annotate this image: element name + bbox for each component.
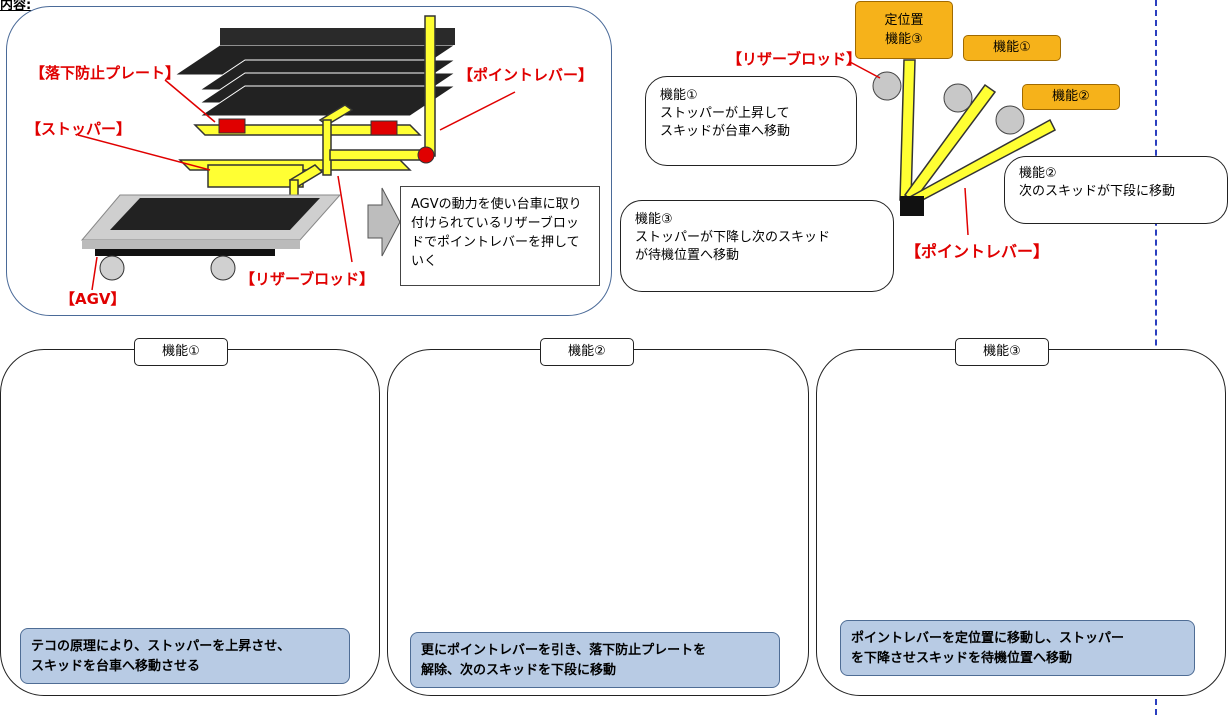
reserve-rod-label: 【リザーブロッド】 [727, 50, 862, 68]
function2-text: 次のスキッドが下段に移動 [1019, 184, 1176, 199]
plate-label: 【落下防止プレート】 [30, 64, 181, 82]
function2-tag: 機能② [1022, 84, 1120, 110]
function1-title: 機能① [660, 88, 698, 103]
point-lever-label: 【ポイントレバー】 [905, 242, 1050, 261]
overview-illustration [77, 15, 516, 291]
step2-tag: 機能② [540, 338, 634, 366]
function1-text: ストッパーが上昇して スキッドが台車へ移動 [660, 106, 791, 139]
function2-bubble: 機能② 次のスキッドが下段に移動 [1004, 156, 1228, 224]
function2-title: 機能② [1019, 166, 1057, 181]
function3-title: 機能③ [635, 212, 673, 227]
function3-text: ストッパーが下降し次のスキッド が待機位置へ移動 [635, 230, 831, 263]
home-position-tag: 定位置 機能③ [855, 1, 953, 59]
rod-label: 【リザーブロッド】 [240, 270, 375, 288]
step1-caption: テコの原理により、ストッパーを上昇させ、 スキッドを台車へ移動させる [20, 628, 350, 684]
step2-caption-text: 更にポイントレバーを引き、落下防止プレートを 解除、次のスキッドを下段に移動 [421, 643, 707, 678]
agv-label: 【AGV】 [60, 290, 126, 308]
step2-caption: 更にポイントレバーを引き、落下防止プレートを 解除、次のスキッドを下段に移動 [410, 632, 780, 688]
step3-caption: ポイントレバーを定位置に移動し、ストッパー を下降させスキッドを待機位置へ移動 [840, 620, 1195, 676]
mechanism-illustration [849, 59, 1056, 236]
step3-caption-text: ポイントレバーを定位置に移動し、ストッパー を下降させスキッドを待機位置へ移動 [851, 631, 1125, 666]
lever-label: 【ポイントレバー】 [458, 66, 594, 84]
stopper-label: 【ストッパー】 [26, 120, 132, 138]
function1-bubble: 機能① ストッパーが上昇して スキッドが台車へ移動 [645, 76, 857, 166]
corner-mark: 内容: [0, 0, 32, 13]
step1-caption-text: テコの原理により、ストッパーを上昇させ、 スキッドを台車へ移動させる [31, 639, 291, 674]
function1-tag: 機能① [963, 35, 1061, 61]
overview-note: AGVの動力を使い台車に取り付けられているリザーブロッドでポイントレバーを押して… [400, 186, 600, 286]
overview-note-text: AGVの動力を使い台車に取り付けられているリザーブロッドでポイントレバーを押して… [411, 197, 582, 269]
step3-tag: 機能③ [955, 338, 1049, 366]
function3-bubble: 機能③ ストッパーが下降し次のスキッド が待機位置へ移動 [620, 200, 894, 292]
step1-tag: 機能① [134, 338, 228, 366]
